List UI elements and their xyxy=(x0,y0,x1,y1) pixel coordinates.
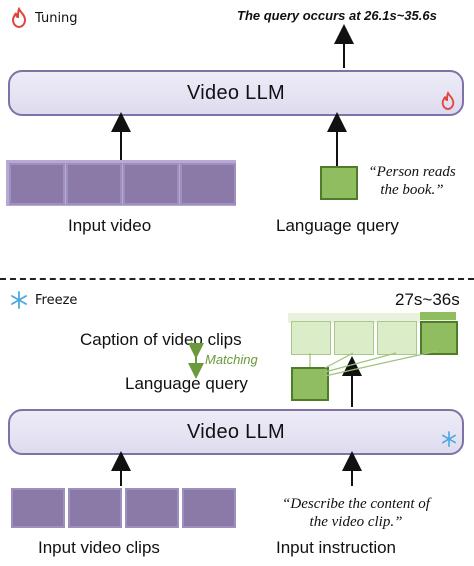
snowflake-icon xyxy=(11,291,27,309)
instruction-text: “Describe the content of the video clip.… xyxy=(282,496,430,530)
video-clip xyxy=(11,488,65,528)
freeze-label: Freeze xyxy=(35,292,78,308)
tuning-label: Tuning xyxy=(35,10,78,26)
video-frame xyxy=(123,163,179,205)
snowflake-icon xyxy=(441,431,457,447)
output-text: The query occurs at 26.1s~35.6s xyxy=(237,8,437,23)
tuning-mode: Tuning xyxy=(10,6,78,29)
section-divider xyxy=(0,278,474,280)
video-llm-top-label: Video LLM xyxy=(187,81,285,104)
caption-box xyxy=(377,321,417,355)
matched-caption-box xyxy=(420,321,458,355)
caption-box xyxy=(334,321,374,355)
matching-label: Matching xyxy=(205,352,258,367)
video-clip xyxy=(68,488,122,528)
video-llm-bottom-label: Video LLM xyxy=(187,420,285,443)
match-connectors xyxy=(309,350,438,377)
video-frame xyxy=(180,163,236,205)
caption-timeline-bar xyxy=(288,313,456,323)
language-query-box-bottom xyxy=(291,367,329,401)
fire-icon xyxy=(441,91,455,110)
language-query-box xyxy=(320,166,358,200)
video-frame xyxy=(9,163,65,205)
input-instruction-label: Input instruction xyxy=(276,538,397,557)
query-text: “Person reads the book.” xyxy=(368,164,456,198)
output-text-content: The query occurs at 26.1s~35.6s xyxy=(237,8,437,23)
video-frame xyxy=(66,163,122,205)
video-clip xyxy=(125,488,179,528)
video-llm-bottom: Video LLM xyxy=(8,409,464,455)
freeze-mode: Freeze xyxy=(10,291,77,309)
input-video-label: Input video xyxy=(68,216,152,235)
caption-box xyxy=(291,321,331,355)
result-highlight-bar xyxy=(420,312,456,320)
video-llm-top: Video LLM xyxy=(8,70,464,116)
fire-icon xyxy=(11,6,27,29)
input-clips-label: Input video clips xyxy=(38,538,160,557)
language-query-label-bottom: Language query xyxy=(125,374,248,393)
video-clip xyxy=(182,488,236,528)
language-query-label: Language query xyxy=(276,216,399,235)
result-text: 27s~36s xyxy=(395,290,460,309)
